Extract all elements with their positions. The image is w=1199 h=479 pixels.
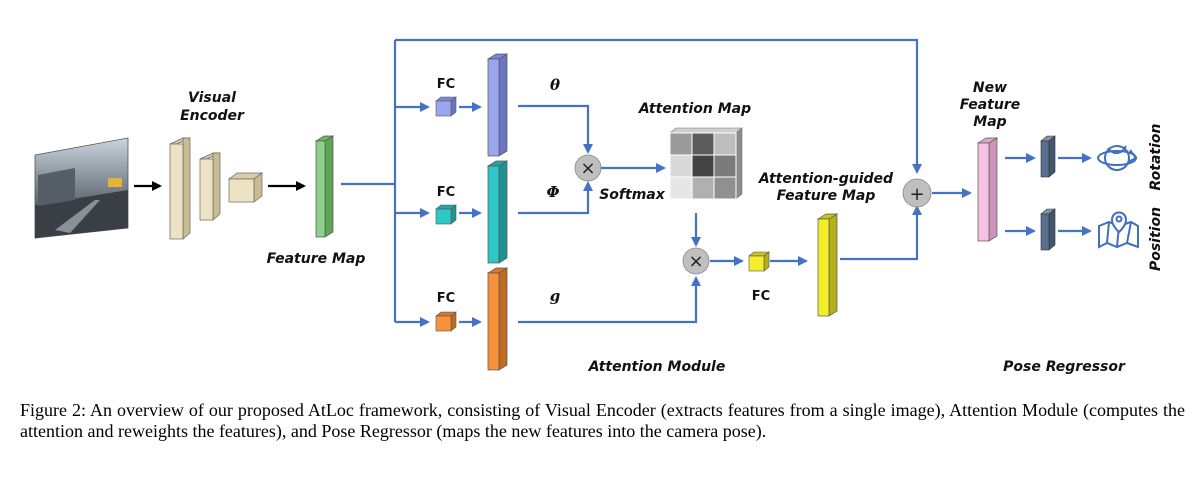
attention-map-cell <box>691 154 715 178</box>
pose-regressor-label: Pose Regressor <box>1003 359 1126 375</box>
theta-bar <box>486 53 509 157</box>
multiply-node-1: × <box>574 154 602 182</box>
attention-map-label: Attention Map <box>638 101 751 117</box>
new-feature-map-label-1: New <box>973 80 1007 96</box>
attention-guided-label-1: Attention-guided <box>758 171 894 187</box>
feature-map-block <box>314 135 335 238</box>
position-label: Position <box>1148 207 1164 271</box>
regressor-wiring <box>1005 153 1092 236</box>
encoder-block-2 <box>199 152 221 221</box>
figure-caption-text: Figure 2: An overview of our proposed At… <box>20 400 1185 441</box>
fc-theta <box>435 96 457 117</box>
attention-map-cell <box>669 154 693 178</box>
figure-caption: Figure 2: An overview of our proposed At… <box>20 400 1185 442</box>
theta-label: θ <box>550 76 560 94</box>
attention-module-label: Attention Module <box>588 359 726 375</box>
g-label: g <box>550 287 561 305</box>
rotation-label: Rotation <box>1148 124 1164 191</box>
multiply-node-2: × <box>682 247 710 275</box>
rotation-icon <box>1097 145 1138 171</box>
attention-map-cell <box>713 176 737 200</box>
attention-map-grid <box>669 127 743 200</box>
encoder-block-3 <box>227 172 264 203</box>
fc-label-phi: FC <box>437 185 455 200</box>
phi-bar <box>486 160 509 264</box>
add-node: + <box>902 178 932 208</box>
visual-encoder-label-2: Encoder <box>180 108 245 124</box>
attention-map-cell <box>713 132 737 156</box>
new-feature-map-label-2: Feature <box>960 97 1020 113</box>
fc-label-theta: FC <box>437 77 455 92</box>
fc-label-g: FC <box>437 291 455 306</box>
attention-map-cell <box>669 176 693 200</box>
attention-guided-bar <box>816 213 839 317</box>
input-image <box>34 137 129 239</box>
regressor-block-position <box>1040 208 1056 251</box>
branch-wiring <box>518 104 972 324</box>
feature-map-label: Feature Map <box>267 251 366 267</box>
fc-g <box>435 311 457 332</box>
attention-map-top-face <box>669 127 743 134</box>
attention-guided-label-2: Feature Map <box>777 188 876 204</box>
softmax-label: Softmax <box>599 187 666 203</box>
atloc-diagram: Visual Encoder Feature Map FC FC FC <box>34 38 1164 375</box>
multiply-symbol-1: × <box>580 158 595 179</box>
visual-encoder <box>169 137 264 240</box>
multiply-symbol-2: × <box>688 251 703 272</box>
visual-encoder-label-1: Visual <box>188 90 236 106</box>
add-symbol: + <box>909 184 924 205</box>
attention-map-side-face <box>735 127 743 200</box>
new-feature-map-label-3: Map <box>973 114 1006 130</box>
g-bar <box>486 267 509 371</box>
attention-map-cell <box>669 132 693 156</box>
fc-label-attention: FC <box>752 289 770 304</box>
phi-label: Φ <box>546 183 559 201</box>
attention-map-cell <box>691 176 715 200</box>
feature-wiring <box>341 38 922 327</box>
attention-map-cell <box>691 132 715 156</box>
fc-phi <box>435 204 457 225</box>
encoder-block-1 <box>169 137 191 240</box>
regressor-block-rotation <box>1040 135 1056 178</box>
fc-attention <box>748 251 770 272</box>
new-feature-map-bar <box>976 137 999 242</box>
position-icon <box>1098 211 1139 249</box>
attention-map-cell <box>713 154 737 178</box>
